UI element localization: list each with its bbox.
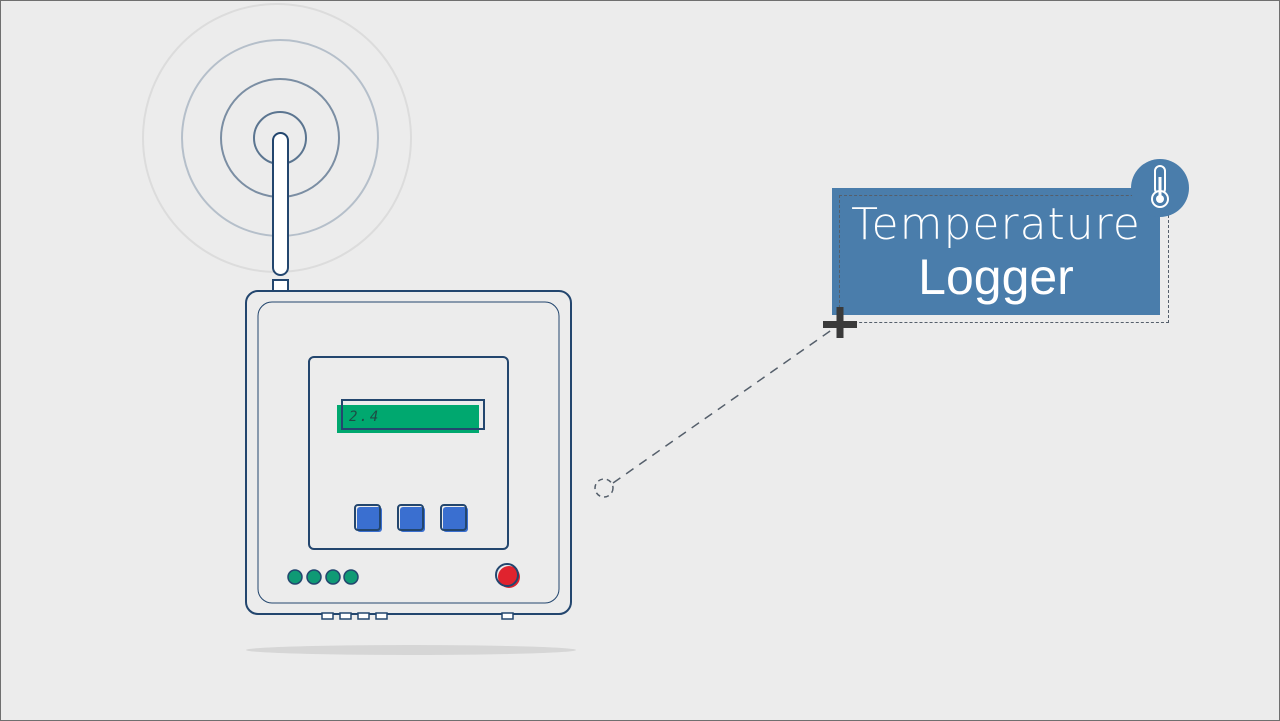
power-button: [495, 563, 520, 588]
device-shadow: [246, 645, 576, 655]
status-led-1: [287, 569, 303, 585]
label-box: [832, 188, 1160, 315]
antenna: [272, 132, 289, 292]
device-ports: [321, 612, 514, 620]
antenna-base: [272, 279, 289, 292]
label-outline: [839, 195, 1169, 323]
keypad: [354, 504, 468, 532]
status-led-4: [343, 569, 359, 585]
status-leds: [287, 569, 359, 585]
keypad-button-1: [354, 504, 382, 532]
lcd-frame: [341, 399, 485, 430]
label-title-line2: Logger: [918, 249, 1074, 305]
keypad-button-3: [440, 504, 468, 532]
circle-icon: [594, 478, 614, 498]
status-led-3: [325, 569, 341, 585]
label-title-line1: Temperature: [851, 199, 1141, 250]
lcd-reading: 2.4: [349, 409, 380, 425]
device-bezel: [257, 301, 560, 604]
status-led-2: [306, 569, 322, 585]
keypad-button-2: [397, 504, 425, 532]
connector-line: [612, 328, 834, 484]
